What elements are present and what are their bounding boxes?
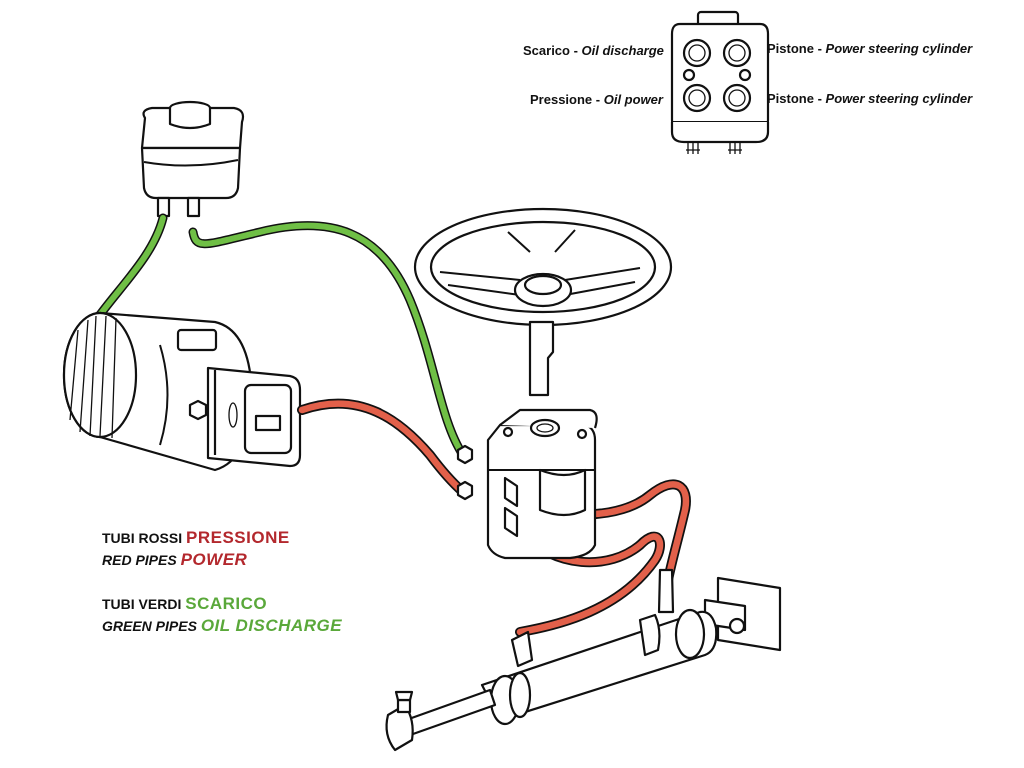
legend-green-small-it: TUBI VERDI — [102, 596, 186, 612]
port-label-discharge-it: Scarico — [523, 43, 570, 58]
legend-red-it: TUBI ROSSI PRESSIONE — [102, 528, 290, 548]
hydraulic-pump-motor — [62, 311, 302, 472]
legend-red-small-it: TUBI ROSSI — [102, 530, 187, 546]
legend-green-big-it: SCARICO — [185, 594, 268, 613]
port-label-discharge-en: Oil discharge — [581, 43, 664, 58]
legend-red-en: RED PIPES POWER — [102, 550, 247, 570]
legend-green-it: TUBI VERDI SCARICO — [102, 594, 267, 614]
port-label-cylinder-top-it: Pistone — [767, 41, 814, 56]
port-label-separator: - — [569, 43, 582, 58]
port-label-cylinder-bottom-en: Power steering cylinder — [825, 91, 973, 106]
port-label-cylinder-bottom: Pistone - Power steering cylinder — [767, 91, 972, 106]
port-label-cylinder-bottom-it: Pistone — [767, 91, 814, 106]
port-label-separator: - — [813, 41, 826, 56]
power-steering-cylinder — [385, 568, 782, 752]
port-label-power-it: Pressione — [530, 92, 593, 107]
legend-red-big-it: PRESSIONE — [186, 528, 290, 547]
legend-red-big-en: POWER — [180, 550, 248, 569]
port-label-separator: - — [592, 92, 604, 107]
port-label-power: Pressione - Oil power — [530, 92, 663, 107]
port-label-cylinder-top-en: Power steering cylinder — [825, 41, 973, 56]
port-label-power-en: Oil power — [603, 92, 663, 107]
port-label-cylinder-top: Pistone - Power steering cylinder — [767, 41, 972, 56]
legend-red-small-en: RED PIPES — [102, 552, 181, 568]
steering-wheel — [413, 207, 673, 397]
steering-control-unit — [456, 408, 598, 560]
legend-green-en: GREEN PIPES OIL DISCHARGE — [102, 616, 342, 636]
port-label-separator: - — [813, 91, 826, 106]
steering-unit-port-view — [670, 10, 770, 154]
legend-green-big-en: OIL DISCHARGE — [200, 616, 343, 635]
oil-reservoir — [140, 100, 245, 218]
legend-green-small-en: GREEN PIPES — [102, 618, 201, 634]
port-label-discharge: Scarico - Oil discharge — [523, 43, 664, 58]
